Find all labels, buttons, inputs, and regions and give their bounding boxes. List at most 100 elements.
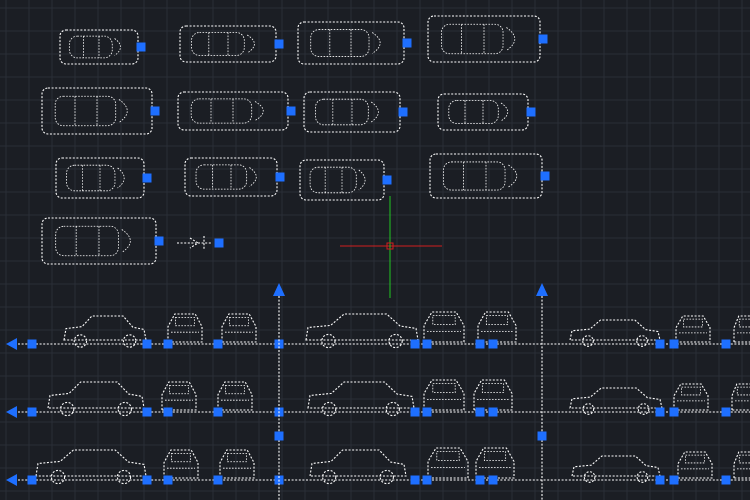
grip-square-icon[interactable] <box>27 407 37 417</box>
car-plan-6[interactable] <box>177 91 296 131</box>
grip-square-icon[interactable] <box>163 407 173 417</box>
grip-square-icon[interactable] <box>154 236 164 246</box>
vehicle-side-outline <box>63 315 147 341</box>
grip-square-icon[interactable] <box>163 475 173 485</box>
grip-square-icon[interactable] <box>410 339 420 349</box>
vehicle-front-outline <box>673 383 709 411</box>
grip-square-icon[interactable] <box>275 172 285 182</box>
grip-arrow-icon[interactable] <box>273 283 285 296</box>
vehicle-side-outline <box>571 455 661 477</box>
grip-square-icon[interactable] <box>136 42 146 52</box>
windshield <box>175 316 195 327</box>
grip-arrow-icon[interactable] <box>6 338 17 350</box>
wheel <box>637 403 650 415</box>
car-plan-8[interactable] <box>437 93 536 131</box>
grip-square-icon[interactable] <box>538 34 548 44</box>
elevation-view-vehicle-blocks[interactable] <box>6 283 750 500</box>
grip-square-icon[interactable] <box>475 475 485 485</box>
grip-square-icon[interactable] <box>163 339 173 349</box>
grip-arrow-icon[interactable] <box>6 406 17 418</box>
vehicle-outline <box>41 217 157 265</box>
grip-square-icon[interactable] <box>150 106 160 116</box>
grip-square-icon[interactable] <box>669 339 679 349</box>
car-plan-11[interactable] <box>299 159 392 201</box>
windshield <box>225 384 245 395</box>
vehicle-front-outline <box>161 381 197 411</box>
grip-square-icon[interactable] <box>214 238 224 248</box>
windshield <box>738 318 750 328</box>
windshield <box>736 386 750 396</box>
grip-square-icon[interactable] <box>537 431 547 441</box>
vehicle-front-outline <box>423 311 465 343</box>
grip-square-icon[interactable] <box>540 171 550 181</box>
wheel <box>116 469 132 485</box>
vehicle-front-outline <box>477 311 517 343</box>
plan-view-vehicle-blocks[interactable] <box>41 15 550 265</box>
windshield <box>436 451 460 462</box>
vehicle-cabin <box>195 164 248 190</box>
car-plan-1[interactable] <box>59 29 146 65</box>
grip-square-icon[interactable] <box>669 407 679 417</box>
car-plan-12[interactable] <box>429 153 550 199</box>
grip-square-icon[interactable] <box>27 339 37 349</box>
car-plan-9[interactable] <box>55 157 152 199</box>
grip-square-icon[interactable] <box>488 475 498 485</box>
grip-square-icon[interactable] <box>488 407 498 417</box>
vehicle-cabin <box>68 35 113 59</box>
grip-square-icon[interactable] <box>655 339 665 349</box>
grip-square-icon[interactable] <box>213 339 223 349</box>
car-plan-3[interactable] <box>297 21 412 65</box>
grip-square-icon[interactable] <box>398 107 408 117</box>
elevation-row-2[interactable] <box>6 379 750 418</box>
grip-square-icon[interactable] <box>410 475 420 485</box>
vehicle-front-outline <box>473 379 513 411</box>
grip-square-icon[interactable] <box>669 475 679 485</box>
grip-square-icon[interactable] <box>402 38 412 48</box>
grip-square-icon[interactable] <box>286 106 296 116</box>
grip-square-icon[interactable] <box>274 431 284 441</box>
grip-square-icon[interactable] <box>475 407 485 417</box>
car-plan-7[interactable] <box>303 91 408 133</box>
elevation-row-1[interactable] <box>6 311 750 350</box>
grip-arrow-icon[interactable] <box>6 474 17 486</box>
grip-square-icon[interactable] <box>655 475 665 485</box>
grip-square-icon[interactable] <box>142 339 152 349</box>
car-plan-13[interactable] <box>41 217 164 265</box>
vehicle-cabin <box>310 29 370 57</box>
grip-square-icon[interactable] <box>274 39 284 49</box>
car-plan-10[interactable] <box>184 157 285 197</box>
grip-square-icon[interactable] <box>142 475 152 485</box>
wheel <box>636 471 649 483</box>
grip-square-icon[interactable] <box>721 475 731 485</box>
grip-square-icon[interactable] <box>422 475 432 485</box>
grip-square-icon[interactable] <box>142 173 152 183</box>
grip-square-icon[interactable] <box>410 407 420 417</box>
vehicle-side-outline <box>309 449 407 477</box>
grip-square-icon[interactable] <box>422 407 432 417</box>
vehicle-windshield <box>249 167 257 187</box>
grip-square-icon[interactable] <box>488 339 498 349</box>
vehicle-front-outline <box>221 313 257 343</box>
vehicle-cabin <box>315 98 369 126</box>
vehicle-windshield <box>254 101 264 121</box>
grip-square-icon[interactable] <box>382 175 392 185</box>
car-plan-2[interactable] <box>179 25 284 63</box>
grip-square-icon[interactable] <box>213 407 223 417</box>
grip-square-icon[interactable] <box>422 339 432 349</box>
grip-square-icon[interactable] <box>142 407 152 417</box>
grip-square-icon[interactable] <box>721 407 731 417</box>
car-plan-4[interactable] <box>427 15 548 63</box>
elevation-divider[interactable] <box>273 283 285 500</box>
grip-square-icon[interactable] <box>526 107 536 117</box>
car-plan-5[interactable] <box>41 87 160 135</box>
elevation-divider[interactable] <box>536 283 548 500</box>
grip-square-icon[interactable] <box>721 339 731 349</box>
grip-arrow-icon[interactable] <box>536 283 548 296</box>
grip-square-icon[interactable] <box>475 339 485 349</box>
small-vehicle-plan[interactable] <box>177 236 224 250</box>
grip-square-icon[interactable] <box>213 475 223 485</box>
grip-square-icon[interactable] <box>27 475 37 485</box>
grip-square-icon[interactable] <box>655 407 665 417</box>
